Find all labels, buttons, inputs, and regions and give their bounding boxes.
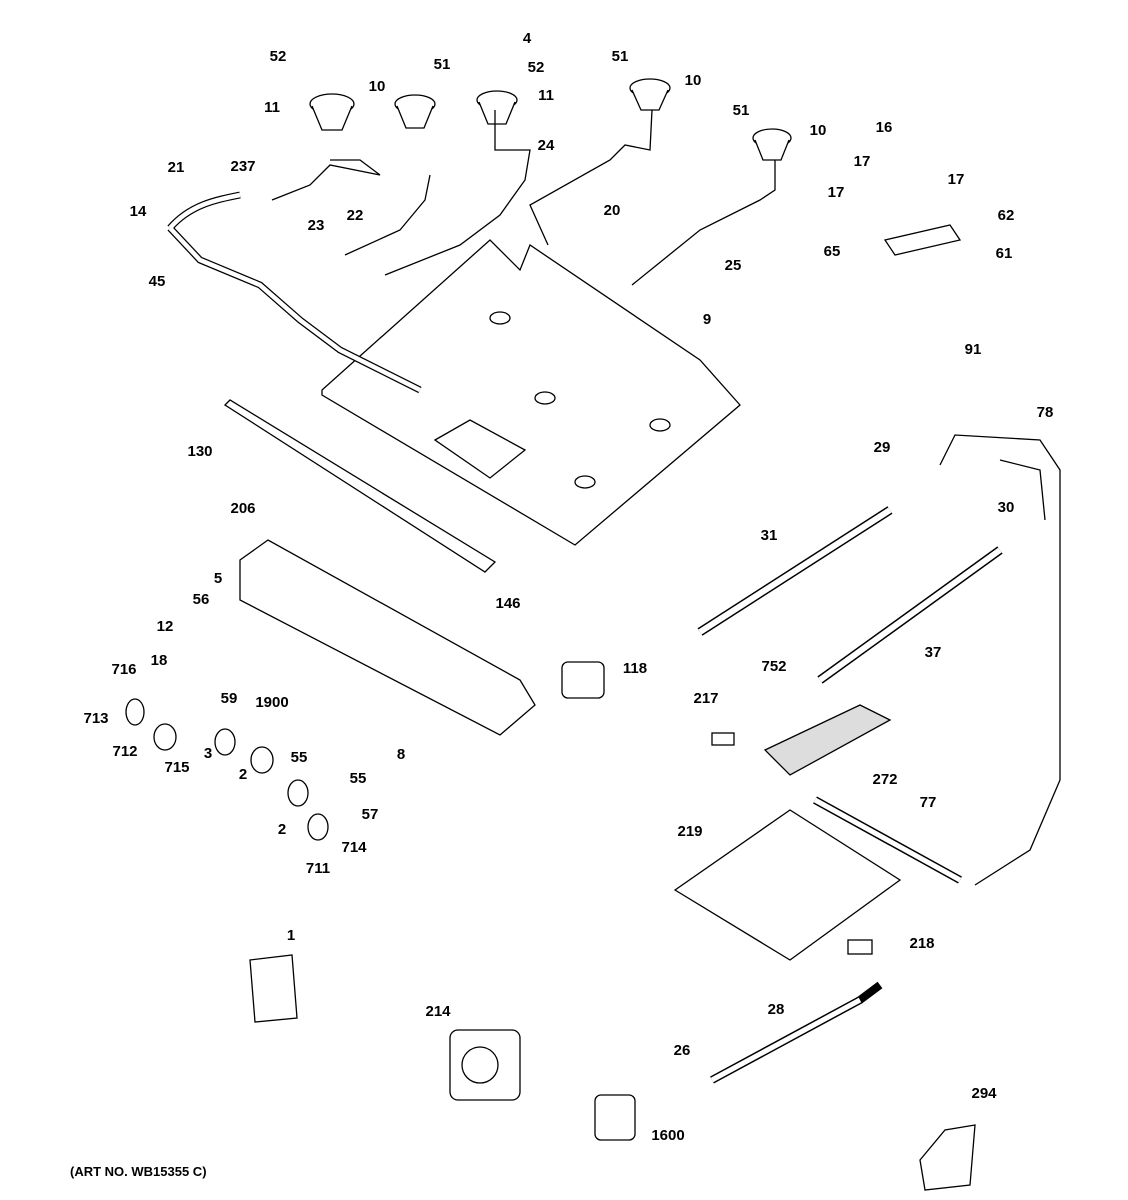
callout-65: 65 [822,243,842,260]
igniter-217 [711,732,735,746]
callout-3: 3 [202,745,214,762]
callout-214: 214 [424,1003,452,1020]
callout-91: 91 [963,341,983,358]
valve-bracket-65 [883,224,962,256]
callout-14: 14 [128,203,148,220]
callout-206: 206 [229,500,257,517]
callout-22: 22 [345,207,365,224]
callout-18: 18 [149,652,169,669]
callout-17: 17 [826,184,846,201]
burner-pan-recess [433,419,527,479]
callout-218: 218 [908,935,936,952]
callout-51: 51 [731,102,751,119]
callout-118: 118 [621,660,649,677]
callout-56: 56 [191,591,211,608]
callout-20: 20 [602,202,622,219]
callout-52: 52 [526,59,546,76]
spark-module-272 [763,704,892,776]
callout-11: 11 [537,87,555,104]
burner-pan [321,239,741,546]
callout-217: 217 [692,690,720,707]
callout-9: 9 [701,311,713,328]
gasket-strip [223,399,497,573]
baffle-219 [673,809,902,961]
callout-146: 146 [494,595,522,612]
callout-714: 714 [340,839,368,856]
callout-30: 30 [996,499,1016,516]
supply-tube-78 [939,434,1061,886]
callout-57: 57 [360,806,380,823]
callout-55: 55 [348,770,368,787]
callout-52: 52 [268,48,288,65]
callout-219: 219 [676,823,704,840]
callout-1900: 1900 [254,694,290,711]
callout-716: 716 [110,661,138,678]
callout-17: 17 [946,171,966,188]
callout-2: 2 [237,766,249,783]
callout-715: 715 [163,759,191,776]
callout-26: 26 [672,1042,692,1059]
control-knobs [125,698,329,841]
callout-711: 711 [304,860,332,877]
callout-10: 10 [367,78,387,95]
callout-4: 4 [521,30,533,47]
callout-712: 712 [111,743,139,760]
burner-heads [309,78,792,161]
callout-61: 61 [994,245,1014,262]
callout-51: 51 [432,56,452,73]
callout-31: 31 [759,527,779,544]
bracket-294 [919,1124,976,1191]
callout-29: 29 [872,439,892,456]
callout-16: 16 [874,119,894,136]
callout-25: 25 [723,257,743,274]
regulator-1600 [594,1094,636,1141]
callout-10: 10 [683,72,703,89]
literature-1 [249,954,298,1023]
callout-23: 23 [306,217,326,234]
callout-272: 272 [871,771,899,788]
callout-28: 28 [766,1001,786,1018]
callout-2: 2 [276,821,288,838]
callout-11: 11 [263,99,281,116]
callout-294: 294 [970,1085,998,1102]
manifold-panel [239,539,536,736]
callout-8: 8 [395,746,407,763]
callout-713: 713 [82,710,110,727]
callout-10: 10 [808,122,828,139]
callout-62: 62 [996,207,1016,224]
callout-237: 237 [229,158,257,175]
callout-51: 51 [610,48,630,65]
gas-tubes [271,109,776,286]
callout-12: 12 [155,618,175,635]
callout-17: 17 [852,153,872,170]
callout-77: 77 [918,794,938,811]
callout-37: 37 [923,644,943,661]
callout-1600: 1600 [650,1127,686,1144]
igniter-218 [847,939,873,955]
art-number: (ART NO. WB15355 C) [70,1164,207,1179]
callout-55: 55 [289,749,309,766]
callout-45: 45 [147,273,167,290]
bracket-118 [561,661,605,699]
callout-21: 21 [166,159,186,176]
callout-78: 78 [1035,404,1055,421]
callout-24: 24 [536,137,556,154]
callout-59: 59 [219,690,239,707]
callout-5: 5 [212,570,224,587]
callout-130: 130 [186,443,214,460]
callout-752: 752 [760,658,788,675]
callout-1: 1 [285,927,297,944]
valve-214 [449,1029,521,1101]
